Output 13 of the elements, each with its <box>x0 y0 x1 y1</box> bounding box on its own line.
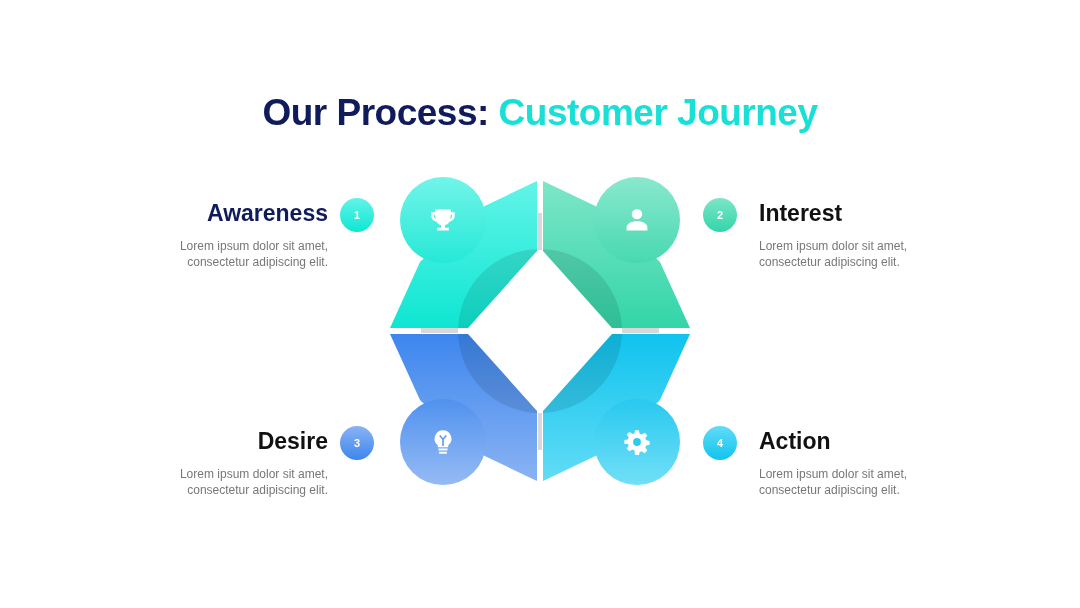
step-heading: Interest <box>759 200 843 227</box>
step-description: Lorem ipsum dolor sit amet, consectetur adipiscing elit. <box>759 466 909 498</box>
step-description: Lorem ipsum dolor sit amet, consectetur adipiscing elit. <box>178 238 328 270</box>
step-number-badge: 4 <box>703 426 737 460</box>
step-number-badge: 3 <box>340 426 374 460</box>
step-heading: Desire <box>257 428 328 455</box>
step-heading: Awareness <box>206 200 328 227</box>
step-description: Lorem ipsum dolor sit amet, consectetur adipiscing elit. <box>759 238 909 270</box>
step-number-badge: 1 <box>340 198 374 232</box>
step-heading: Action <box>759 428 831 455</box>
step-number-badge: 2 <box>703 198 737 232</box>
step-description: Lorem ipsum dolor sit amet, consectetur adipiscing elit. <box>178 466 328 498</box>
title: Our Process: Customer Journey <box>261 92 819 134</box>
